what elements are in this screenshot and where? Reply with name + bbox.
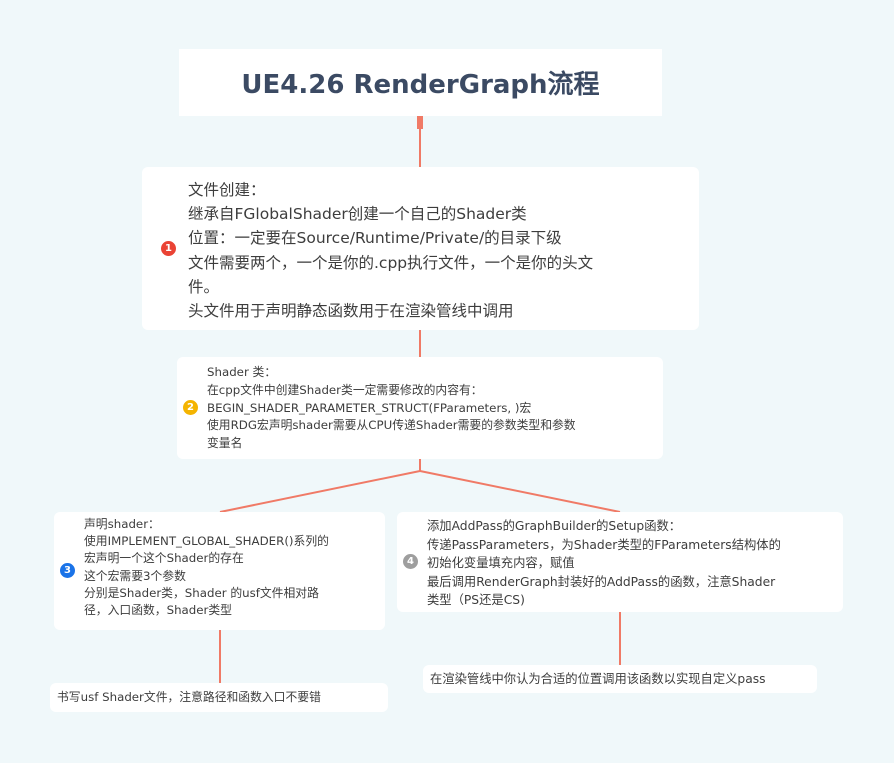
connector-branch-to-node-4 [419, 470, 621, 513]
text-line: Shader 类： [207, 365, 277, 379]
text-line: 径，入口函数，Shader类型 [84, 603, 232, 618]
diagram-title: UE4.26 RenderGraph流程 [241, 70, 600, 100]
leaf-node-call-pass[interactable]: 在渲染管线中你认为合适的位置调用该函数以实现自定义pass [423, 665, 817, 693]
step-badge-4: 4 [403, 554, 418, 569]
text-line: 使用IMPLEMENT_GLOBAL_SHADER()系列的 [84, 534, 329, 549]
leaf-node-usf[interactable]: 书写usf Shader文件，注意路径和函数入口不要错 [50, 683, 388, 712]
step-node-4[interactable]: 4 添加AddPass的GraphBuilder的Setup函数： 传递Pass… [397, 512, 843, 612]
text-line: 变量名 [207, 436, 243, 451]
step-node-2[interactable]: 2 Shader 类： 在cpp文件中创建Shader类一定需要修改的内容有： … [177, 357, 663, 459]
text-line: BEGIN_SHADER_PARAMETER_STRUCT(FParameter… [207, 400, 532, 415]
text-line: 书写usf Shader文件，注意路径和函数入口不要错 [57, 690, 321, 704]
leaf-node-usf-text: 书写usf Shader文件，注意路径和函数入口不要错 [57, 689, 321, 706]
text-line: 继承自FGlobalShader创建一个自己的Shader类 [188, 205, 527, 224]
text-line: 类型（PS还是CS) [427, 593, 525, 607]
text-line: 文件需要两个，一个是你的.cpp执行文件，一个是你的头文 [188, 253, 594, 272]
text-line: 宏声明一个这个Shader的存在 [84, 551, 244, 566]
title-stub [417, 116, 423, 129]
connector-branch-to-node-3 [219, 470, 421, 513]
text-line: 这个宏需要3个参数 [84, 568, 186, 583]
step-node-1-text: 文件创建： 继承自FGlobalShader创建一个自己的Shader类 位置：… [188, 178, 593, 323]
text-line: 分别是Shader类，Shader 的usf文件相对路 [84, 585, 319, 600]
text-line: 添加AddPass的GraphBuilder的Setup函数： [427, 519, 682, 533]
text-line: 文件创建： [188, 181, 266, 199]
step-badge-2: 2 [183, 400, 198, 415]
step-node-3[interactable]: 3 声明shader： 使用IMPLEMENT_GLOBAL_SHADER()系… [54, 512, 385, 630]
text-line: 头文件用于声明静态函数用于在渲染管线中调用 [188, 302, 514, 321]
step-node-1[interactable]: 1 文件创建： 继承自FGlobalShader创建一个自己的Shader类 位… [142, 167, 699, 330]
step-badge-3: 3 [60, 563, 75, 578]
text-line: 使用RDG宏声明shader需要从CPU传递Shader需要的参数类型和参数 [207, 418, 576, 433]
text-line: 在cpp文件中创建Shader类一定需要修改的内容有： [207, 382, 483, 397]
text-line: 件。 [188, 277, 220, 296]
text-line: 在渲染管线中你认为合适的位置调用该函数以实现自定义pass [430, 672, 766, 686]
step-node-4-text: 添加AddPass的GraphBuilder的Setup函数： 传递PassPa… [427, 517, 781, 610]
text-line: 位置：一定要在Source/Runtime/Private/的目录下级 [188, 229, 562, 248]
text-line: 声明shader： [84, 517, 160, 531]
step-node-3-text: 声明shader： 使用IMPLEMENT_GLOBAL_SHADER()系列的… [84, 516, 329, 619]
step-node-2-text: Shader 类： 在cpp文件中创建Shader类一定需要修改的内容有： BE… [207, 364, 576, 453]
diagram-title-box[interactable]: UE4.26 RenderGraph流程 [179, 49, 662, 116]
text-line: 初始化变量填充内容，赋值 [427, 556, 575, 570]
text-line: 传递PassParameters，为Shader类型的FParameters结构… [427, 537, 781, 552]
step-badge-1: 1 [161, 241, 176, 256]
text-line: 最后调用RenderGraph封装好的AddPass的函数，注意Shader [427, 574, 776, 589]
leaf-node-call-pass-text: 在渲染管线中你认为合适的位置调用该函数以实现自定义pass [430, 671, 766, 688]
